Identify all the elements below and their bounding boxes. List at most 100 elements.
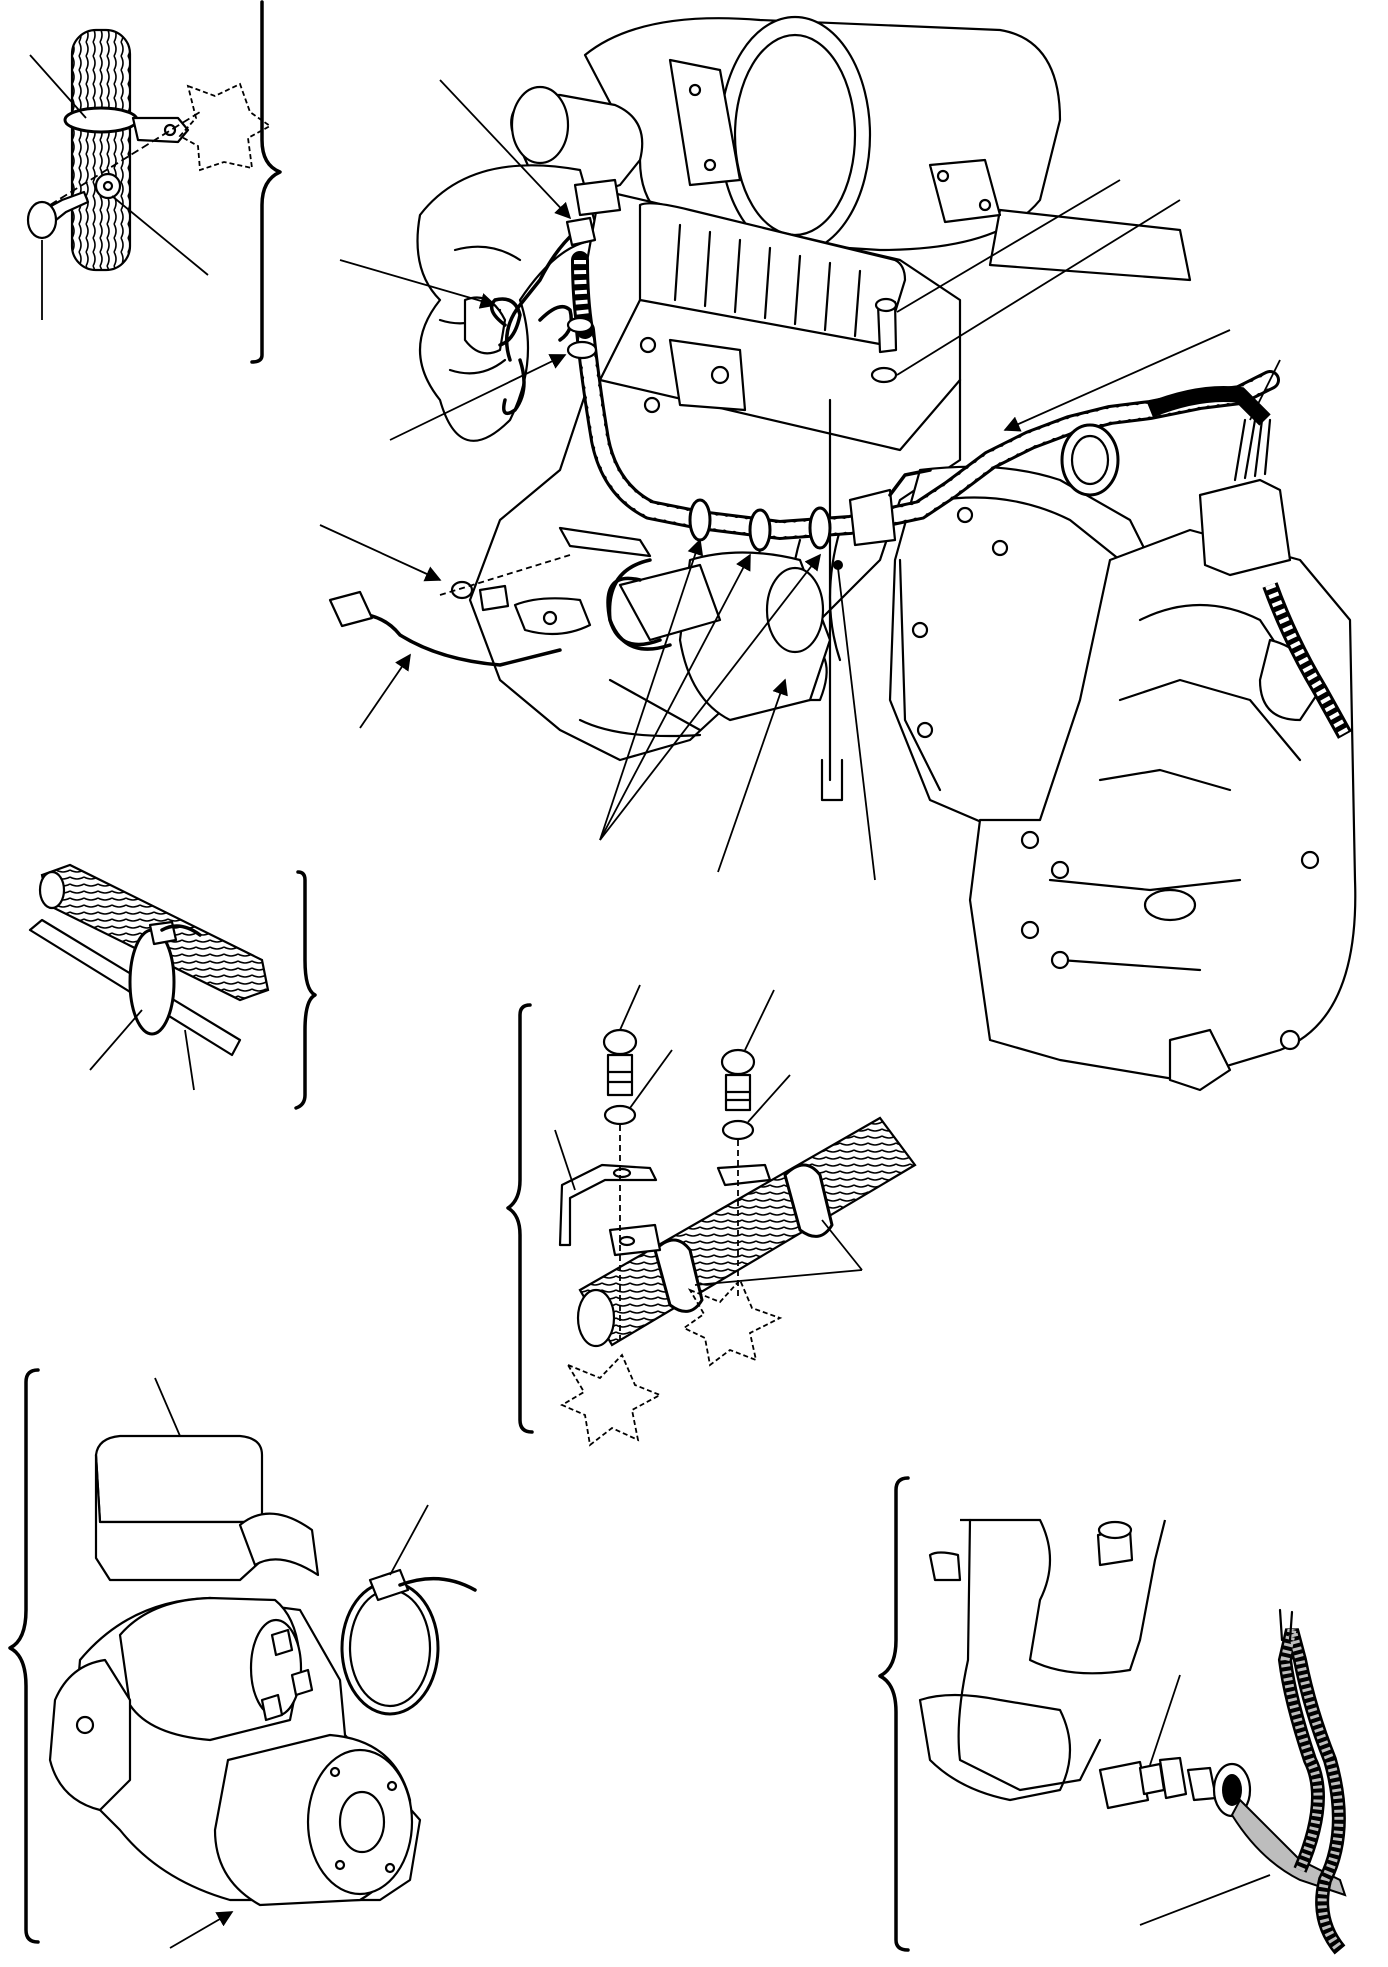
arrow-sensor-top [439, 79, 572, 220]
arrow-clamp-2 [599, 553, 751, 841]
engine-wiring-harness-main-view [319, 15, 1357, 1092]
air-cleaner-outlet [718, 15, 872, 255]
cable-tie-detail [28, 863, 317, 1110]
intake-elbow-end [510, 85, 570, 165]
oil-dipstick [820, 398, 844, 802]
leader-bolt-2-detail3 [744, 989, 775, 1051]
fitting-2 [643, 396, 661, 414]
leader-head-washer [896, 199, 1181, 376]
casting-boss-top [1097, 1520, 1133, 1540]
bolt-2-thread [724, 1090, 752, 1102]
solenoid-body [118, 1596, 302, 1742]
mounting-plate-fragment [178, 82, 272, 172]
leader-head-bolt [896, 179, 1121, 313]
clamp-bolt-detail [26, 0, 282, 364]
fitting-1 [639, 336, 657, 354]
mount-foot-hole [542, 610, 558, 626]
cable-tie-loop [128, 928, 176, 1036]
arrow-harness-loop [389, 354, 567, 441]
arrow-harness-right [1003, 329, 1231, 432]
leader-clamp [29, 54, 87, 119]
connector-plug [1186, 1766, 1218, 1802]
solenoid-terminal-1 [270, 1628, 294, 1657]
arrow-starter [717, 678, 788, 873]
flywheel-housing-rim [898, 496, 1122, 802]
harness-coil [1060, 423, 1120, 497]
rocker-cover-fins [673, 223, 862, 338]
starter-barrel-boss [338, 1790, 386, 1854]
harness-clamp-c [808, 506, 832, 550]
sensor-wire-drop [502, 358, 526, 416]
mount-fragment-1 [560, 1353, 663, 1447]
harness-grommet-1 [566, 340, 598, 360]
harness-coil-inner [1070, 434, 1110, 486]
rocker-cover [638, 202, 907, 347]
leader-bolt-1-detail3 [619, 984, 641, 1031]
clamp-ring-1-detail3 [653, 1238, 704, 1313]
cable-tie-tail [160, 924, 202, 937]
sensor-hex [1158, 1756, 1188, 1800]
trans-bolt-6 [1300, 850, 1320, 870]
bolt-2-head-detail3 [720, 1048, 756, 1076]
head-bolt-head [874, 297, 898, 313]
flange-bolt-2 [978, 198, 992, 212]
harness-riser [888, 468, 932, 497]
bolt-1-detail3 [606, 1053, 634, 1097]
arrow-ground-bolt [319, 524, 442, 582]
leader-clamp-1-detail3 [694, 1269, 863, 1286]
connector-boot-inner [1222, 1774, 1242, 1806]
injector-block [668, 338, 747, 412]
harness-clamp-a [688, 498, 712, 542]
casting-lower [918, 1693, 1072, 1802]
bracket-right-detail2 [294, 870, 317, 1110]
head-washer [870, 366, 898, 384]
connector-cable-loop [1277, 1628, 1346, 1955]
trans-bolt-5 [1279, 1029, 1301, 1051]
starter-flange [48, 1658, 132, 1812]
trans-lower-detail [1168, 1028, 1232, 1092]
sensor-bracket-top [573, 178, 622, 217]
arrow-ground-strap [359, 653, 411, 729]
flange-bolt-1 [936, 169, 950, 183]
clamp-band [63, 106, 139, 134]
leader-boot-cover [154, 1377, 181, 1437]
casting-ledge [928, 1551, 962, 1582]
clamp-bolt-axis [49, 111, 201, 206]
bracket-clamp-detail [506, 984, 917, 1447]
trans-bolt-1 [1020, 830, 1040, 850]
connector-cable [1230, 1798, 1347, 1897]
harness-loop-down [607, 558, 662, 647]
harness-bracket [558, 526, 652, 558]
fitting-3 [710, 365, 730, 385]
arrow-clamp-1 [599, 538, 704, 841]
trans-bolt-2 [1050, 860, 1070, 880]
cooling-fan [416, 164, 602, 442]
arrow-clamp-3 [599, 553, 821, 841]
boot-cover-sleeve [238, 1512, 320, 1577]
transmission-ribs [1048, 603, 1302, 972]
housing-bolt-1 [956, 506, 974, 524]
clamp-tab-1 [608, 1223, 662, 1257]
sensor-wire-loop [489, 297, 522, 347]
washer [94, 172, 122, 200]
boot-cover-front [94, 1453, 264, 1582]
leader-l-bracket [554, 1129, 576, 1191]
starter-end-bolt-4 [384, 1862, 396, 1874]
clamp-hole [163, 123, 177, 137]
connector-wire-end [1278, 1608, 1294, 1642]
ground-washer [450, 580, 474, 600]
clip-plate [716, 1163, 772, 1187]
fan-sensor-lead [538, 304, 573, 342]
clamp-ring-2-detail3 [783, 1163, 834, 1238]
housing-bolt-3 [911, 621, 929, 639]
starter-end-bolt-1 [329, 1766, 341, 1778]
trans-bolt-3 [1020, 920, 1040, 940]
hose-clamp-ring [340, 1580, 440, 1716]
leader-washer-2-detail3 [747, 1074, 791, 1123]
housing-bolt-2 [991, 539, 1009, 557]
mount-fragment-2 [682, 1278, 783, 1367]
boot-cover-top [94, 1434, 264, 1524]
mount-foot [513, 597, 592, 636]
housing-bolt-4 [916, 721, 934, 739]
harness-connector-body [1198, 478, 1292, 577]
